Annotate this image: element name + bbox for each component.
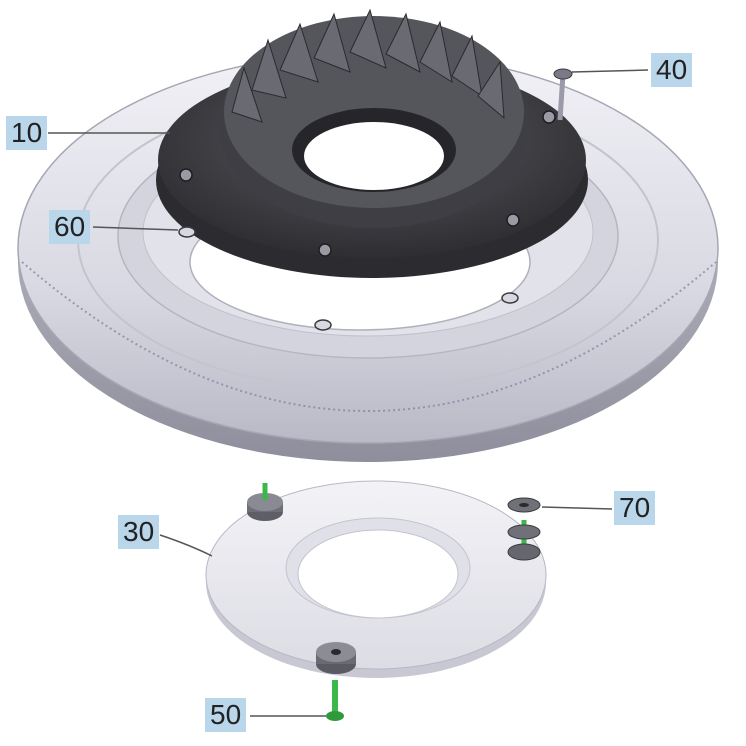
callout-60: 60 xyxy=(49,210,91,244)
callout-10: 10 xyxy=(6,116,48,150)
spacer-bottom xyxy=(316,642,356,674)
callout-30: 30 xyxy=(118,515,160,549)
spacer-left xyxy=(247,483,283,521)
disc-holes xyxy=(178,226,519,331)
leader-lines xyxy=(48,69,649,717)
screw-50 xyxy=(326,680,344,721)
washer-stack-70 xyxy=(507,497,541,561)
screw-40 xyxy=(553,68,573,121)
callout-70: 70 xyxy=(614,491,656,525)
callout-50: 50 xyxy=(205,698,247,732)
burr-carrier xyxy=(156,8,588,278)
bottom-plate xyxy=(205,480,547,678)
callout-40: 40 xyxy=(651,53,693,87)
